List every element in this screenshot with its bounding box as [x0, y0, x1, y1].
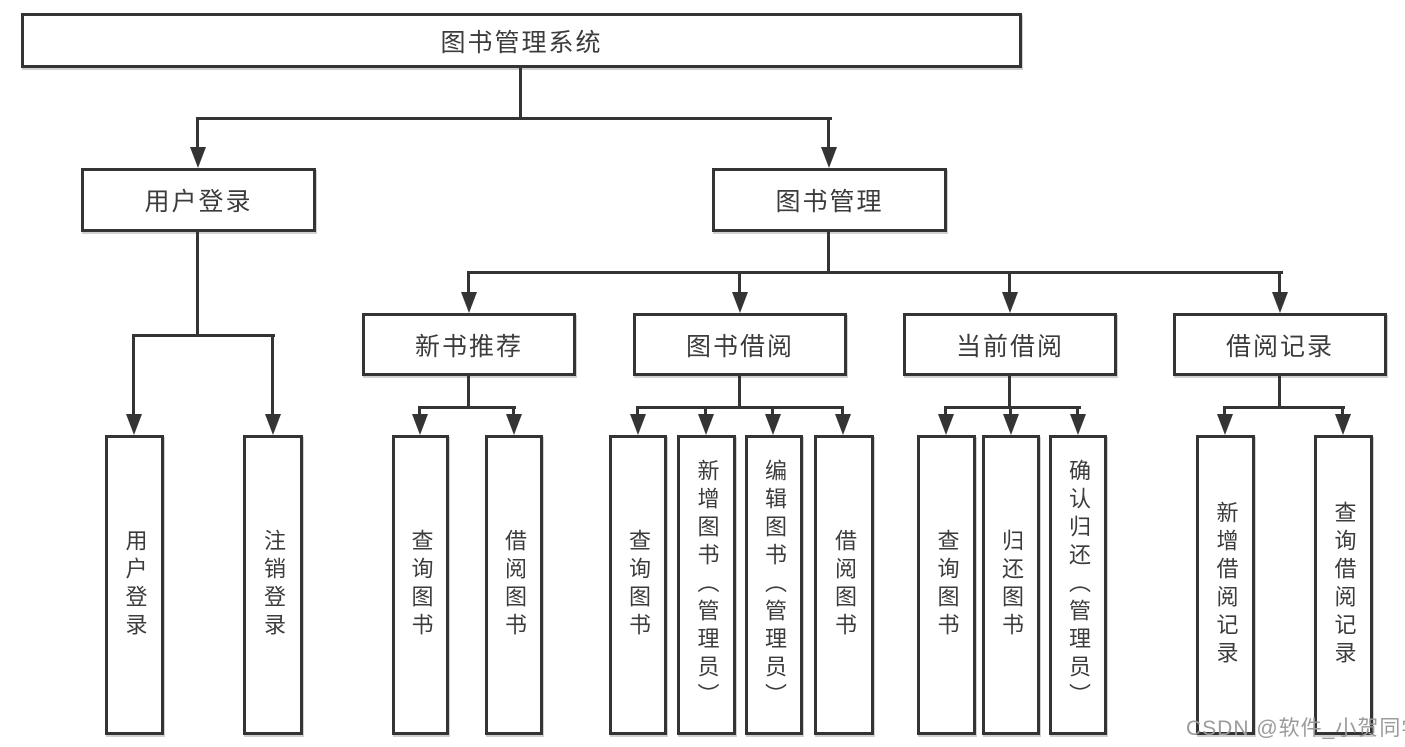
connector-line: [467, 271, 470, 295]
arrow-down-icon: [265, 414, 281, 435]
connector-line: [1278, 271, 1281, 295]
arrow-down-icon: [412, 414, 428, 435]
connector-line: [132, 334, 135, 416]
connector-line: [636, 406, 844, 409]
connector-line: [827, 117, 830, 150]
arrow-down-icon: [461, 292, 477, 313]
leaf-query-borrow-record: 查询借阅记录: [1314, 435, 1373, 735]
connector-line: [467, 376, 470, 409]
connector-line: [738, 376, 741, 409]
connector-line: [418, 406, 516, 409]
arrow-down-icon: [835, 414, 851, 435]
connector-line: [1223, 406, 1345, 409]
arrow-down-icon: [765, 414, 781, 435]
connector-line: [418, 406, 421, 416]
connector-line: [1008, 376, 1011, 409]
arrow-down-icon: [1272, 292, 1288, 313]
arrow-down-icon: [938, 414, 954, 435]
connector-line: [512, 406, 515, 416]
connector-line: [196, 117, 832, 120]
watermark: CSDN @软件_小贺同学: [1186, 717, 1405, 740]
connector-line: [1009, 406, 1012, 416]
leaf-borrow-query-book: 查询图书: [609, 435, 667, 735]
connector-line: [271, 334, 274, 416]
node-root: 图书管理系统: [21, 13, 1022, 68]
connector-line: [1076, 406, 1079, 416]
leaf-return-book: 归还图书: [982, 435, 1040, 735]
leaf-user-login: 用户登录: [105, 435, 164, 735]
leaf-recommend-query-book: 查询图书: [392, 435, 449, 735]
connector-line: [1008, 271, 1011, 295]
connector-line: [827, 232, 830, 274]
arrow-down-icon: [190, 147, 206, 168]
arrow-down-icon: [1002, 292, 1018, 313]
connector-line: [771, 406, 774, 416]
connector-line: [738, 271, 741, 295]
arrow-down-icon: [1335, 414, 1351, 435]
connector-line: [467, 271, 1283, 274]
leaf-borrow-book: 借阅图书: [814, 435, 874, 735]
connector-line: [519, 66, 522, 119]
connector-line: [1223, 406, 1226, 416]
leaf-logout: 注销登录: [243, 435, 303, 735]
node-book-management: 图书管理: [712, 168, 947, 232]
leaf-add-book-admin: 新增图书（管理员）: [677, 435, 736, 735]
arrow-down-icon: [506, 414, 522, 435]
node-borrow-records: 借阅记录: [1173, 313, 1387, 376]
connector-line: [196, 232, 199, 337]
leaf-recommend-borrow-book: 借阅图书: [485, 435, 543, 735]
connector-line: [132, 334, 275, 337]
connector-line: [1278, 376, 1281, 409]
arrow-down-icon: [126, 414, 142, 435]
arrow-down-icon: [1217, 414, 1233, 435]
leaf-confirm-return-admin: 确认归还（管理员）: [1049, 435, 1107, 735]
connector-line: [196, 117, 199, 150]
arrow-down-icon: [1070, 414, 1086, 435]
connector-line: [704, 406, 707, 416]
connector-line: [841, 406, 844, 416]
arrow-down-icon: [698, 414, 714, 435]
leaf-current-query-book: 查询图书: [917, 435, 976, 735]
arrow-down-icon: [821, 147, 837, 168]
node-book-borrow: 图书借阅: [633, 313, 847, 376]
connector-line: [944, 406, 947, 416]
connector-line: [636, 406, 639, 416]
node-current-borrow: 当前借阅: [903, 313, 1117, 376]
arrow-down-icon: [1003, 414, 1019, 435]
connector-line: [1341, 406, 1344, 416]
leaf-add-borrow-record: 新增借阅记录: [1196, 435, 1255, 735]
connector-line: [944, 406, 1081, 409]
arrow-down-icon: [630, 414, 646, 435]
leaf-edit-book-admin: 编辑图书（管理员）: [745, 435, 803, 735]
node-user-login: 用户登录: [81, 168, 316, 232]
node-new-book-recommend: 新书推荐: [362, 313, 576, 376]
arrow-down-icon: [732, 292, 748, 313]
